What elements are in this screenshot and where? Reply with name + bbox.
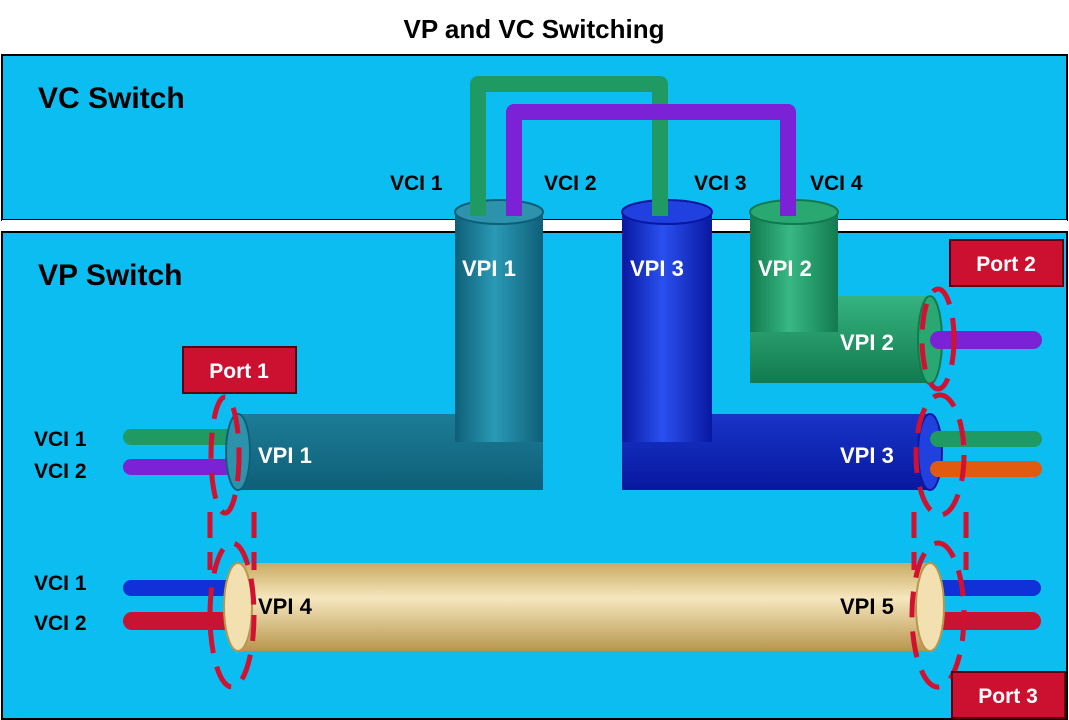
left-vci-label: VCI 1 — [34, 428, 87, 451]
vpi-label-port3-lower: VPI 5 — [840, 594, 894, 619]
port3-boundary — [909, 392, 969, 690]
vc-purple-loop — [506, 104, 796, 212]
vc-vci-label: VCI 2 — [544, 172, 597, 195]
purple-line-port2 — [930, 331, 1042, 349]
vc-vci-label: VCI 1 — [390, 172, 443, 195]
vc-vci-label: VCI 4 — [810, 172, 863, 195]
purple-drop-vpi1 — [506, 196, 522, 216]
left-vci-label: VCI 2 — [34, 460, 87, 483]
vpi-label-port1-upper: VPI 1 — [258, 443, 312, 468]
vc-switch-title: VC Switch — [38, 82, 185, 115]
vc-green-loop — [470, 76, 668, 212]
port2-boundary — [919, 286, 957, 392]
port1-label: Port 1 — [209, 360, 269, 383]
vp-switch-title: VP Switch — [38, 259, 183, 292]
port1-boundary — [207, 394, 257, 690]
purple-line-left — [123, 459, 238, 475]
vpi-top-label: VPI 3 — [630, 256, 684, 281]
green-line-left — [123, 429, 238, 445]
vc-vci-label: VCI 3 — [694, 172, 747, 195]
port3-badge: Port 3 — [951, 671, 1066, 719]
diagram-title: VP and VC Switching — [403, 14, 664, 44]
port2-label: Port 2 — [976, 253, 1036, 276]
vpi1-pipe — [225, 199, 544, 491]
port3-label: Port 3 — [978, 685, 1038, 708]
vpi-label-port2: VPI 2 — [840, 330, 894, 355]
green-drop-vpi1 — [470, 196, 486, 216]
left-vci-label: VCI 2 — [34, 612, 87, 635]
port1-badge: Port 1 — [182, 346, 297, 394]
green-line-port3 — [930, 431, 1042, 447]
vpi-label-port1-lower: VPI 4 — [258, 594, 313, 619]
vpi4-vpi5-pipe — [223, 562, 945, 652]
vpi-top-label: VPI 2 — [758, 256, 812, 281]
green-drop-vpi3 — [652, 196, 668, 216]
purple-drop-vpi2 — [780, 196, 796, 216]
port2-badge: Port 2 — [949, 239, 1064, 287]
left-vci-label: VCI 1 — [34, 572, 87, 595]
orange-line-port3 — [930, 461, 1042, 477]
vpi-top-label: VPI 1 — [462, 256, 516, 281]
vpi-label-port3-upper: VPI 3 — [840, 443, 894, 468]
